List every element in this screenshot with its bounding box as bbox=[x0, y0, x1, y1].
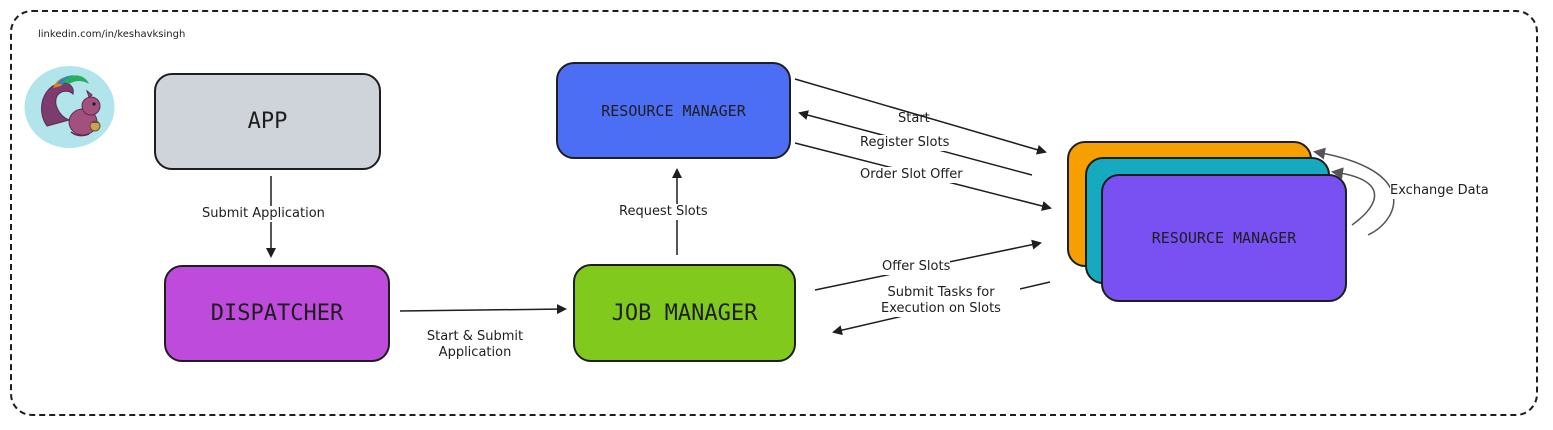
diagram-frame bbox=[10, 10, 1538, 416]
label-start: Start bbox=[898, 111, 930, 126]
worker-stack-label: RESOURCE MANAGER bbox=[1151, 229, 1297, 247]
label-start-submit-line1: Start & Submit bbox=[426, 329, 524, 344]
dispatcher-label: DISPATCHER bbox=[210, 301, 344, 326]
job-manager-label: JOB MANAGER bbox=[611, 300, 758, 326]
watermark-text: linkedin.com/in/keshavksingh bbox=[38, 29, 186, 40]
worker-stack-front: RESOURCE MANAGER bbox=[1101, 174, 1347, 302]
label-order-slot-offer: Order Slot Offer bbox=[860, 167, 963, 183]
label-submit-tasks: Submit Tasks for Execution on Slots bbox=[862, 285, 1020, 317]
edge-dispatcher-to-job-manager bbox=[399, 304, 567, 315]
label-exchange-data: Exchange Data bbox=[1390, 183, 1489, 199]
edge-exchange-data-inner bbox=[1331, 167, 1376, 226]
label-request-slots: Request Slots bbox=[619, 204, 708, 220]
edge-start bbox=[794, 78, 1047, 155]
label-register-slots: Register Slots bbox=[860, 135, 950, 151]
resource-manager-node: RESOURCE MANAGER bbox=[556, 62, 791, 159]
label-submit-tasks-line2: Execution on Slots bbox=[881, 301, 1001, 316]
label-submit-tasks-line1: Submit Tasks for bbox=[887, 285, 995, 300]
label-start-submit: Start & Submit Application bbox=[414, 329, 536, 361]
label-submit-application: Submit Application bbox=[202, 206, 325, 222]
app-label: APP bbox=[247, 109, 288, 134]
dispatcher-node: DISPATCHER bbox=[164, 265, 390, 362]
squirrel-logo-icon bbox=[24, 66, 115, 148]
job-manager-node: JOB MANAGER bbox=[573, 264, 796, 362]
resource-manager-label: RESOURCE MANAGER bbox=[601, 101, 746, 120]
label-offer-slots: Offer Slots bbox=[882, 259, 951, 275]
label-start-submit-line2: Application bbox=[438, 345, 512, 360]
app-node: APP bbox=[154, 73, 381, 170]
